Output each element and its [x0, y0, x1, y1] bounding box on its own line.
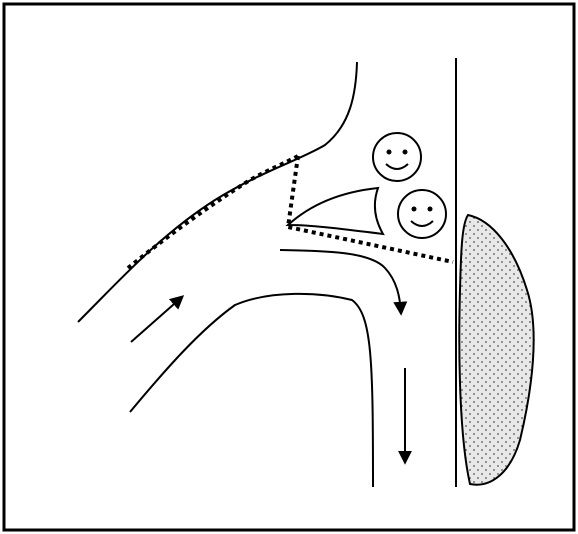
- smiley-face-icon: [398, 190, 446, 238]
- smiley-face-icon: [373, 133, 421, 181]
